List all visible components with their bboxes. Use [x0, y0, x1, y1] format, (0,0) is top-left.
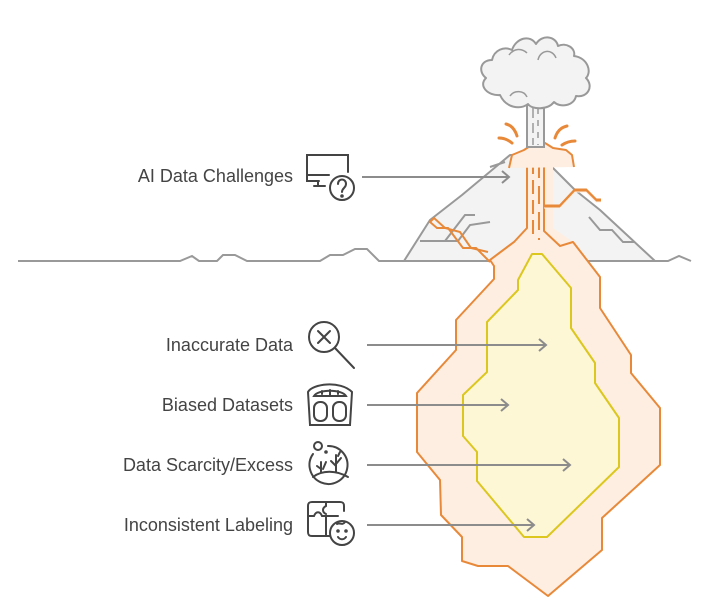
- lava-conduit-left: [489, 157, 528, 261]
- mountain-ledge: [489, 161, 506, 168]
- lava-splash: [504, 122, 519, 138]
- lava-core-inner: [462, 253, 620, 538]
- item-label-data-scarcity-excess: Data Scarcity/Excess: [122, 455, 293, 475]
- weighing-scale-icon: [306, 383, 354, 426]
- monitor-question-icon: [306, 154, 355, 201]
- item-label-biased-datasets: Biased Datasets: [161, 395, 293, 415]
- cloud-detail: [537, 50, 557, 61]
- top-item-label: AI Data Challenges: [137, 166, 293, 186]
- arrow-biased-datasets: [367, 398, 510, 412]
- lava-conduit: [490, 156, 573, 260]
- cloud-detail: [508, 48, 528, 56]
- arrow-data-scarcity-excess: [367, 458, 572, 472]
- arrow-ai-data-challenges: [362, 170, 511, 184]
- arrow-inaccurate-data: [367, 338, 548, 352]
- lava-splash: [553, 124, 569, 140]
- cloud-detail: [509, 90, 528, 98]
- lava-splash: [497, 136, 514, 145]
- lava-flow-right: [544, 188, 601, 208]
- item-label-inaccurate-data: Inaccurate Data: [165, 335, 293, 355]
- lava-flow-left: [428, 216, 491, 263]
- desert-cactus-icon: [308, 441, 349, 485]
- lava-flow-right-inner: [544, 191, 601, 209]
- lava-splash: [560, 139, 577, 147]
- mountain-ledge: [433, 221, 491, 242]
- smoke-column: [526, 104, 545, 148]
- mountain-ledge: [588, 216, 635, 243]
- ground-line: [18, 248, 405, 262]
- mountain-ledge: [420, 214, 475, 242]
- ground-line-right: [655, 254, 692, 262]
- lava-conduit-right: [543, 157, 574, 248]
- magnifier-x-icon: [308, 321, 355, 369]
- item-label-inconsistent-labeling: Inconsistent Labeling: [123, 515, 293, 535]
- eruption-cloud: [480, 36, 591, 110]
- arrow-inconsistent-labeling: [367, 518, 536, 532]
- puzzle-face-icon: [307, 501, 355, 546]
